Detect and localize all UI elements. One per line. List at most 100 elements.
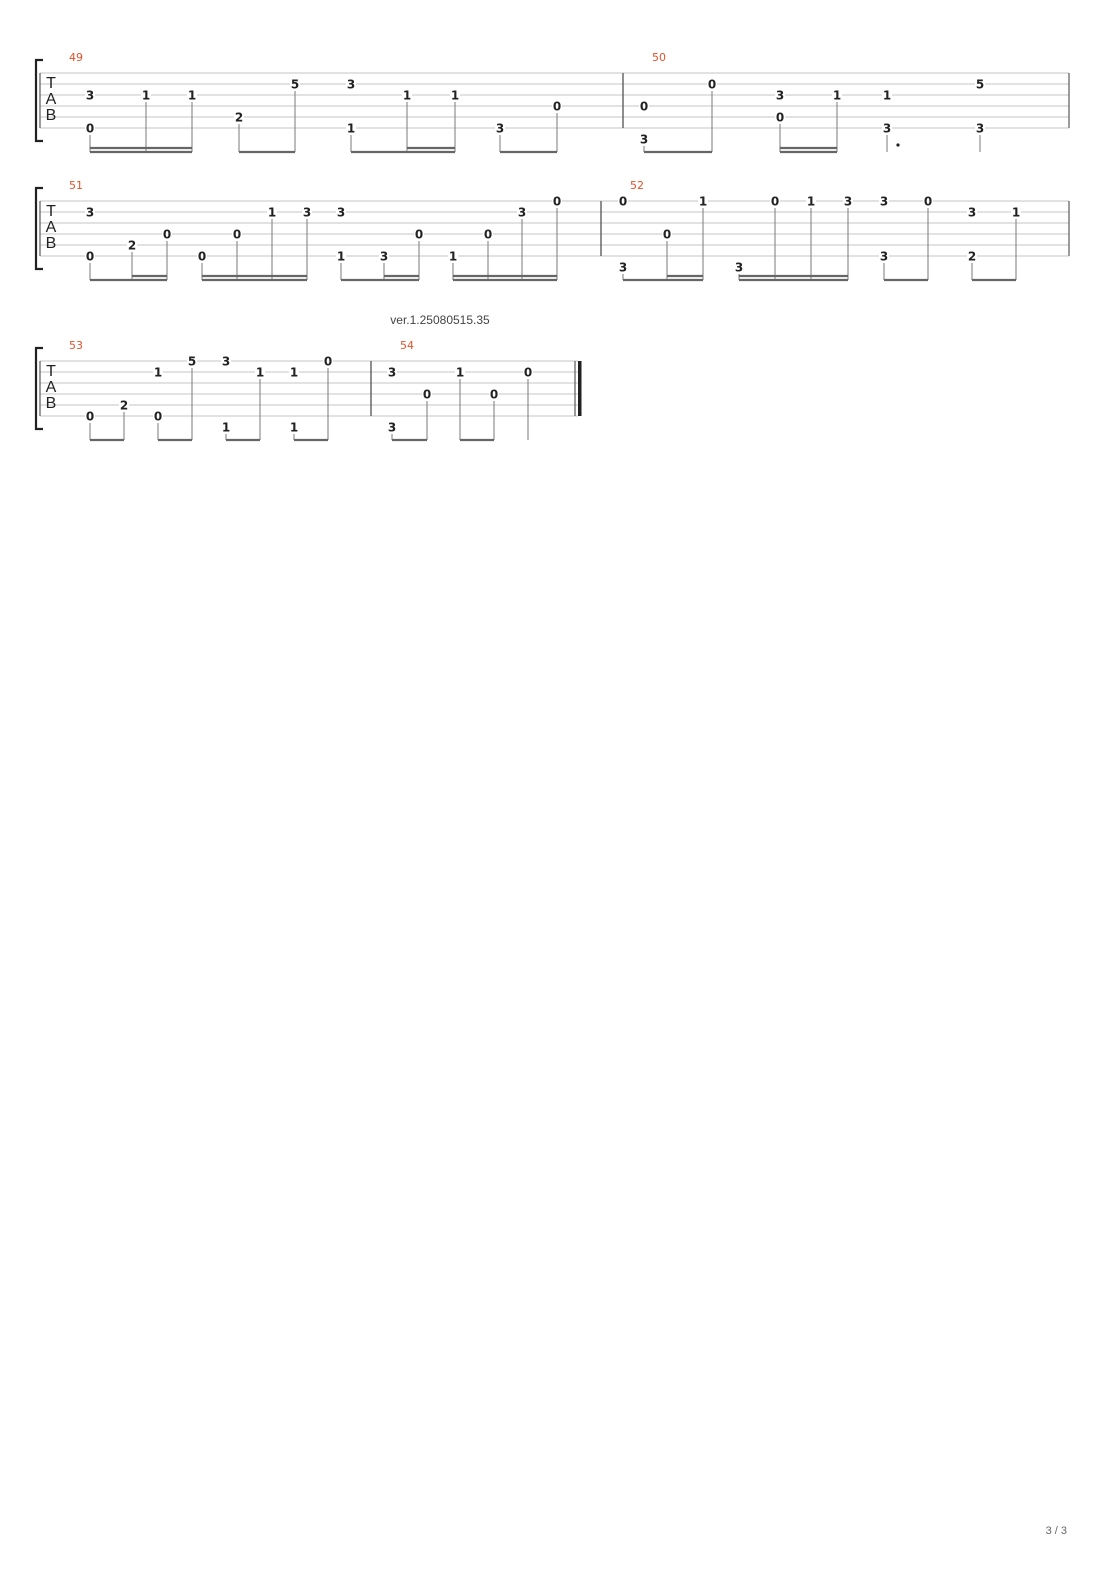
fret-backdrop — [967, 206, 977, 218]
fret-number: 3 — [518, 206, 526, 220]
fret-backdrop — [770, 195, 780, 207]
fret-backdrop — [234, 111, 244, 123]
fret-number: 3 — [880, 195, 888, 209]
tab-clef-letter: A — [46, 91, 57, 108]
fret-number: 1 — [451, 89, 459, 103]
version-label: ver.1.25080515.35 — [390, 313, 490, 327]
fret-backdrop — [422, 388, 432, 400]
system-bracket — [34, 346, 43, 431]
fret-backdrop — [450, 89, 460, 101]
fret-number: 0 — [640, 100, 648, 114]
fret-number: 0 — [163, 228, 171, 242]
fret-number: 1 — [883, 89, 891, 103]
fret-number: 0 — [553, 195, 561, 209]
measure-number: 53 — [69, 339, 83, 352]
fret-number: 1 — [290, 421, 298, 435]
fret-backdrop — [832, 89, 842, 101]
fret-number: 3 — [968, 206, 976, 220]
measure-number: 51 — [69, 179, 83, 192]
system-bracket — [34, 186, 43, 271]
fret-number: 0 — [484, 228, 492, 242]
fret-backdrop — [162, 228, 172, 240]
fret-number: 1 — [1012, 206, 1020, 220]
fret-number: 0 — [233, 228, 241, 242]
fret-number: 3 — [303, 206, 311, 220]
fret-number: 1 — [222, 421, 230, 435]
fret-number: 0 — [86, 410, 94, 424]
fret-number: 1 — [833, 89, 841, 103]
fret-number: 0 — [415, 228, 423, 242]
fret-backdrop — [402, 89, 412, 101]
fret-number: 0 — [86, 250, 94, 264]
fret-backdrop — [882, 122, 892, 134]
fret-number: 0 — [524, 366, 532, 380]
fret-number: 2 — [120, 399, 128, 413]
fret-number: 0 — [619, 195, 627, 209]
fret-number: 3 — [735, 261, 743, 275]
fret-number: 0 — [198, 250, 206, 264]
fret-number: 3 — [388, 366, 396, 380]
fret-backdrop — [707, 78, 717, 90]
fret-backdrop — [662, 228, 672, 240]
fret-number: 1 — [699, 195, 707, 209]
fret-backdrop — [85, 122, 95, 134]
fret-backdrop — [336, 250, 346, 262]
fret-number: 1 — [290, 366, 298, 380]
fret-number: 1 — [268, 206, 276, 220]
fret-backdrop — [379, 250, 389, 262]
fret-backdrop — [618, 195, 628, 207]
fret-backdrop — [734, 261, 744, 273]
rhythm-dot — [896, 143, 900, 147]
fret-backdrop — [517, 206, 527, 218]
fret-backdrop — [639, 133, 649, 145]
fret-backdrop — [843, 195, 853, 207]
tab-clef-letter: T — [46, 363, 56, 380]
fret-backdrop — [346, 122, 356, 134]
fret-backdrop — [618, 261, 628, 273]
fret-backdrop — [552, 100, 562, 112]
fret-number: 0 — [663, 228, 671, 242]
fret-number: 0 — [924, 195, 932, 209]
fret-number: 1 — [256, 366, 264, 380]
fret-number: 0 — [324, 355, 332, 369]
fret-backdrop — [967, 250, 977, 262]
measure-number: 50 — [652, 51, 666, 64]
fret-backdrop — [267, 206, 277, 218]
fret-backdrop — [387, 421, 397, 433]
fret-number: 0 — [154, 410, 162, 424]
fret-backdrop — [255, 366, 265, 378]
fret-number: 3 — [883, 122, 891, 136]
fret-number: 3 — [86, 89, 94, 103]
fret-number: 3 — [388, 421, 396, 435]
fret-number: 3 — [880, 250, 888, 264]
fret-number: 0 — [708, 78, 716, 92]
fret-backdrop — [85, 206, 95, 218]
fret-backdrop — [85, 250, 95, 262]
fret-number: 0 — [776, 111, 784, 125]
fret-backdrop — [153, 410, 163, 422]
fret-number: 1 — [142, 89, 150, 103]
fret-backdrop — [414, 228, 424, 240]
fret-backdrop — [232, 228, 242, 240]
fret-backdrop — [879, 250, 889, 262]
fret-backdrop — [197, 250, 207, 262]
fret-backdrop — [323, 355, 333, 367]
fret-number: 1 — [347, 122, 355, 136]
fret-number: 0 — [771, 195, 779, 209]
fret-number: 0 — [86, 122, 94, 136]
fret-backdrop — [489, 388, 499, 400]
fret-backdrop — [806, 195, 816, 207]
fret-backdrop — [153, 366, 163, 378]
fret-number: 3 — [347, 78, 355, 92]
fret-backdrop — [302, 206, 312, 218]
fret-backdrop — [775, 89, 785, 101]
fret-backdrop — [455, 366, 465, 378]
fret-backdrop — [85, 89, 95, 101]
